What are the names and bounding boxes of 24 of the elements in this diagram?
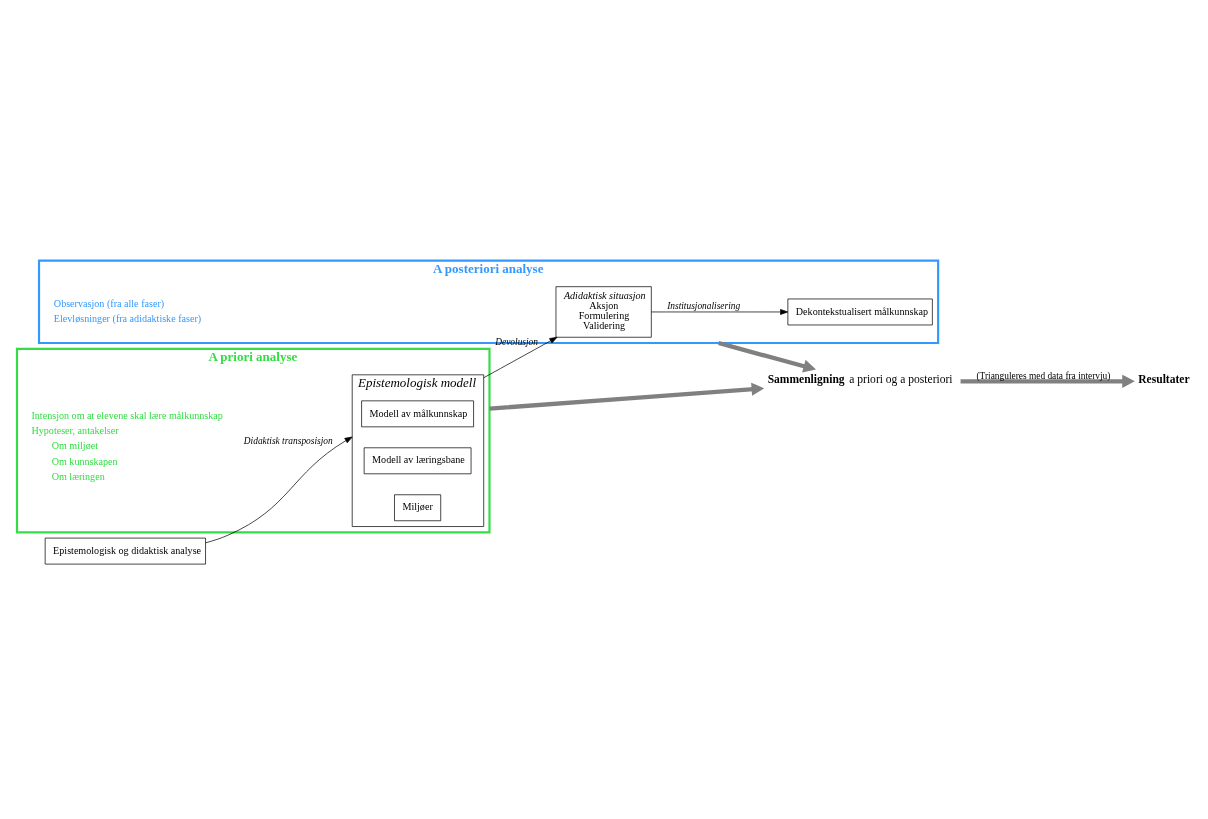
label: Om miljøet — [51, 440, 98, 452]
node-box: Adidaktisk situasjon Aksjon Formulering Validering — [555, 286, 652, 338]
label: Om læringen — [51, 470, 105, 482]
label: Hypoteser, antakelser — [31, 425, 119, 437]
edge-label: Didaktisk transposisjon — [243, 436, 333, 447]
arrow — [651, 309, 789, 315]
arrow — [205, 436, 353, 544]
node-box: Modell av målkunnskap — [361, 400, 474, 428]
node-box: Dekontekstualisert målkunnskap — [787, 298, 933, 326]
arrow — [960, 374, 1135, 388]
arrow — [483, 336, 558, 379]
edge-label: (Trianguleres med data fra intervju) — [976, 370, 1111, 381]
label: Elevløsninger (fra adidaktiske faser) — [53, 313, 202, 325]
node-text: Sammenligning a priori og a posteriori — [767, 373, 953, 386]
node-box: Epistemologisk og didaktisk analyse — [44, 537, 206, 565]
node-text: Resultater — [1138, 373, 1190, 386]
label: Observasjon (fra alle faser) — [53, 298, 165, 310]
node-box: Modell av læringsbane — [363, 447, 472, 475]
arrow — [718, 340, 816, 373]
label: Intensjon om at elevene skal lære målkunnskap — [31, 410, 223, 422]
node-box: Miljøer — [394, 494, 442, 522]
label: Om kunnskapen — [51, 455, 118, 467]
edge-label: Institusjonalisering — [667, 300, 741, 311]
arrow — [489, 382, 765, 411]
